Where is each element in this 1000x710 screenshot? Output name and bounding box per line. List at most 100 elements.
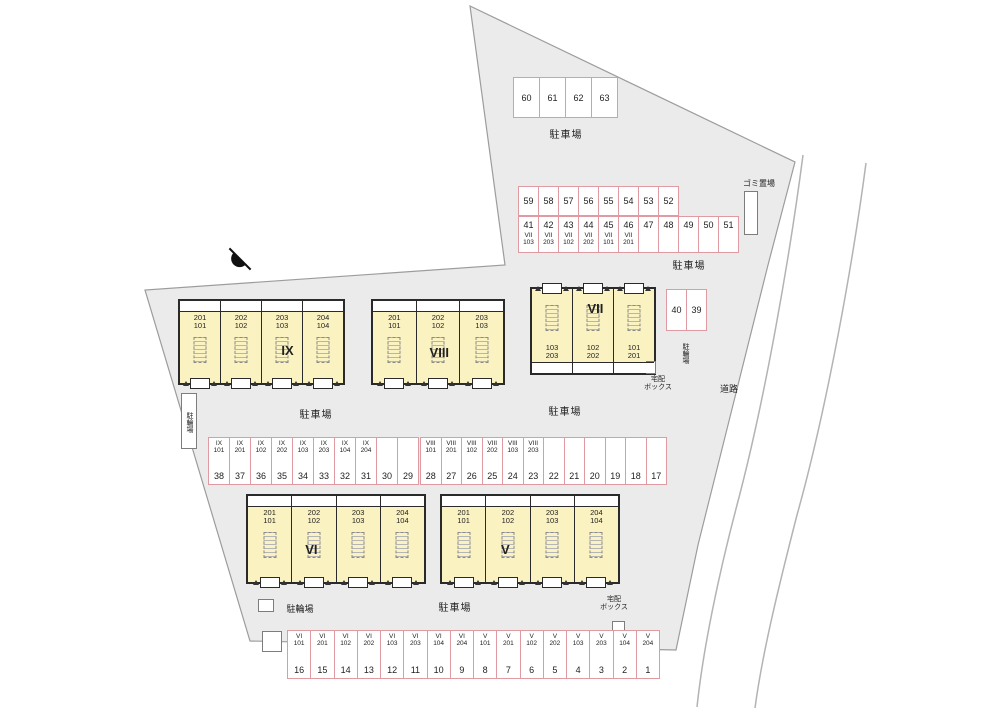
unit-reference: VIII 201 bbox=[446, 440, 457, 454]
stairs-icon bbox=[586, 305, 600, 331]
road-edge-outer bbox=[754, 162, 867, 709]
unit-ref-building: IX bbox=[362, 440, 370, 447]
parking-space: IX 103 34 bbox=[292, 437, 314, 485]
unit-label: 203 103 bbox=[531, 509, 574, 525]
unit-reference: VI 102 bbox=[340, 633, 351, 647]
unit-reference: IX 201 bbox=[235, 440, 246, 454]
parking-space: 30 bbox=[376, 437, 398, 485]
unit-label: 201 101 bbox=[442, 509, 485, 525]
unit-label: 201 101 bbox=[248, 509, 291, 525]
space-number: 46 bbox=[623, 220, 634, 230]
space-number: 42 bbox=[543, 220, 554, 230]
space-number: 1 bbox=[645, 665, 651, 675]
balcony-strip bbox=[373, 301, 503, 312]
unit-ref-building: VIII bbox=[487, 440, 498, 447]
unit: 201 101 bbox=[180, 301, 221, 389]
bicycle-parking-label: 駐輪場 bbox=[682, 342, 689, 364]
unit-label: 204 104 bbox=[575, 509, 618, 525]
unit: 201 101 bbox=[442, 496, 487, 588]
space-number: 44 bbox=[583, 220, 594, 230]
unit-ref-number: 203 bbox=[527, 447, 539, 454]
parking-space: 41 VII 103 bbox=[518, 216, 539, 253]
unit: 102 202 bbox=[573, 283, 614, 373]
delivery-box-label-line1: 宅配 bbox=[651, 376, 665, 383]
delivery-box-label: 宅配 ボックス bbox=[638, 376, 678, 392]
unit-ref-number: 201 bbox=[234, 447, 246, 454]
unit: 202 102 bbox=[486, 496, 531, 588]
entrance-porch bbox=[535, 577, 570, 588]
space-number: 27 bbox=[446, 471, 457, 481]
building-vii: 103 203 102 202 bbox=[530, 283, 656, 375]
parking-space: IX 102 36 bbox=[250, 437, 272, 485]
stairs-icon bbox=[589, 532, 603, 558]
parking-space: VI 201 15 bbox=[310, 630, 335, 679]
parking-space: VI 202 13 bbox=[356, 630, 381, 679]
space-number: 29 bbox=[402, 471, 413, 481]
parking-space: VI 102 14 bbox=[333, 630, 358, 679]
unit-ref-building: V bbox=[622, 633, 627, 640]
unit-number-lower: 104 bbox=[590, 516, 603, 525]
unit-ref-building: V bbox=[529, 633, 534, 640]
unit-ref-number: 101 bbox=[213, 447, 225, 454]
unit-reference: VI 202 bbox=[363, 633, 374, 647]
unit-ref-building: VII bbox=[584, 232, 593, 239]
building-label: IX bbox=[281, 343, 294, 358]
space-number: 57 bbox=[563, 196, 574, 206]
parking-space: 46 VII 201 bbox=[618, 216, 639, 253]
unit-number-lower: 104 bbox=[316, 321, 330, 330]
space-number: 16 bbox=[294, 665, 305, 675]
space-number: 4 bbox=[575, 665, 581, 675]
entrance-porch bbox=[252, 577, 287, 588]
unit-number-upper: 202 bbox=[234, 313, 248, 322]
unit-reference: V 203 bbox=[596, 633, 607, 647]
unit-number-lower: 103 bbox=[545, 516, 559, 525]
unit-reference: VI 103 bbox=[387, 633, 398, 647]
building-viii: 201 101 202 102 bbox=[371, 299, 505, 389]
unit-ref-building: VIII bbox=[466, 440, 477, 447]
parking-space: V 103 4 bbox=[566, 630, 591, 679]
parking-lot-label: 駐車場 bbox=[299, 410, 333, 421]
space-number: 63 bbox=[599, 92, 610, 103]
parking-space: 61 bbox=[539, 77, 566, 118]
unit-reference: VI 203 bbox=[410, 633, 421, 647]
garbage-area-icon bbox=[744, 191, 758, 235]
unit-reference: V 204 bbox=[642, 633, 653, 647]
unit-number-upper: 201 bbox=[193, 313, 207, 322]
parking-space: IX 203 33 bbox=[313, 437, 335, 485]
stairs-icon bbox=[627, 305, 641, 331]
parking-row-side: 40 39 bbox=[666, 289, 707, 331]
space-number: 34 bbox=[297, 471, 308, 481]
parking-space: V 203 3 bbox=[589, 630, 614, 679]
unit-reference: VIII 101 bbox=[425, 440, 436, 454]
stairs-icon bbox=[395, 532, 409, 558]
space-number: 15 bbox=[317, 665, 328, 675]
space-number: 37 bbox=[234, 471, 245, 481]
unit-ref-building: V bbox=[599, 633, 604, 640]
space-number: 49 bbox=[683, 220, 694, 230]
parking-space: 58 bbox=[538, 186, 559, 216]
unit-number-lower: 103 bbox=[475, 321, 488, 330]
space-number: 7 bbox=[505, 665, 511, 675]
entrance-porch bbox=[576, 283, 610, 294]
parking-space: VIII 102 26 bbox=[461, 437, 483, 485]
parking-row-middle-left: IX 101 38 IX 201 37 IX 102 36 bbox=[208, 437, 419, 485]
entrance-porch bbox=[377, 378, 412, 389]
unit-ref-building: VI bbox=[412, 633, 419, 640]
unit-ref-number: 103 bbox=[523, 239, 534, 246]
parking-lot-label: 駐車場 bbox=[549, 130, 583, 141]
unit-ref-building: VII bbox=[564, 232, 573, 239]
parking-space: VI 204 9 bbox=[449, 630, 474, 679]
unit-ref-building: VIII bbox=[528, 440, 539, 447]
unit-reference: V 101 bbox=[480, 633, 491, 647]
unit-reference: VII 202 bbox=[583, 232, 594, 246]
unit-ref-number: 102 bbox=[255, 447, 267, 454]
unit-ref-building: VI bbox=[319, 633, 326, 640]
unit-label: 203 103 bbox=[337, 509, 380, 525]
road-label: 道路 bbox=[719, 384, 738, 394]
parking-space: 52 bbox=[658, 186, 679, 216]
unit-ref-building: IX bbox=[236, 440, 244, 447]
parking-space: 55 bbox=[598, 186, 619, 216]
space-number: 32 bbox=[339, 471, 350, 481]
parking-space: 40 bbox=[666, 289, 687, 331]
